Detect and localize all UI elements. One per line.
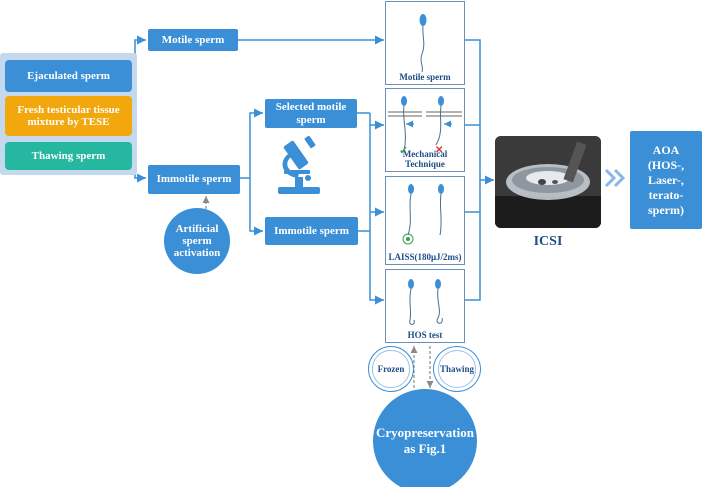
immotile-sperm-node-mid: Immotile sperm (265, 217, 358, 245)
thawing-ring: Thawing (433, 346, 481, 392)
motile-sperm-caption: Motile sperm (399, 72, 451, 82)
icsi-label: ICSI (533, 234, 563, 249)
thawing-sperm-box: Thawing sperm (5, 142, 132, 170)
immotile-sperm-node-left: Immotile sperm (148, 165, 240, 194)
mechanical-illustration (388, 96, 462, 152)
sperm-source-panel: Ejaculated sperm Fresh testicular tissue… (0, 53, 137, 175)
artificial-activation-circle: Artificial sperm activation (164, 208, 230, 274)
laiss-panel: LAISS(180μJ/2ms) (385, 176, 465, 265)
motile-sperm-node: Motile sperm (148, 29, 238, 51)
double-chevron-right-icon (604, 168, 626, 188)
petri-dish-photo (495, 136, 601, 228)
hos-illustration (408, 279, 443, 325)
cryopreservation-circle: Cryopreservation as Fig.1 (373, 389, 477, 487)
sperm-illustration (419, 14, 427, 73)
laiss-illustration (402, 184, 444, 245)
aoa-node: AOA (HOS-, Laser-, terato-sperm) (630, 131, 702, 229)
ejaculated-sperm-box: Ejaculated sperm (5, 60, 132, 92)
frozen-ring: Frozen (368, 346, 414, 392)
hos-test-panel: HOS test (385, 269, 465, 343)
fresh-tese-box: Fresh testicular tissue mixture by TESE (5, 96, 132, 136)
mechanical-technique-panel: ✓ ✕ Mechanical Technique (385, 88, 465, 172)
mechanical-technique-caption: Mechanical Technique (402, 149, 448, 169)
check-mark-icon: ✓ (399, 145, 409, 157)
selected-motile-sperm-node: Selected motile sperm (265, 99, 357, 128)
cross-mark-icon: ✕ (435, 145, 444, 156)
motile-sperm-panel: Motile sperm (385, 1, 465, 85)
microscope-icon (278, 135, 320, 194)
laiss-caption: LAISS(180μJ/2ms) (388, 252, 462, 262)
hos-test-caption: HOS test (407, 330, 443, 340)
